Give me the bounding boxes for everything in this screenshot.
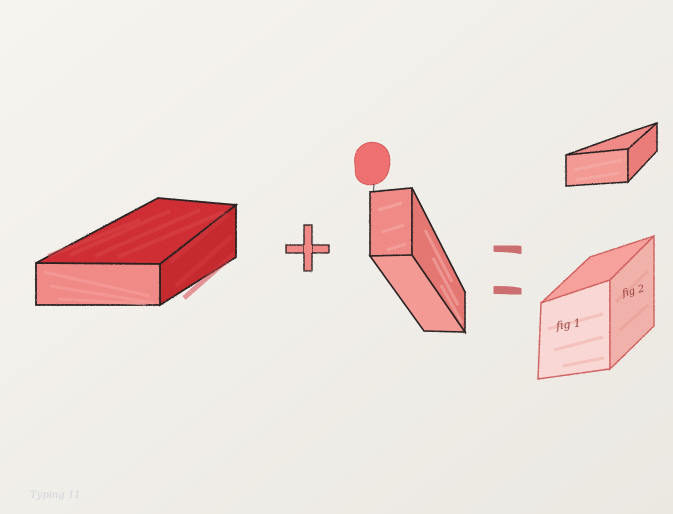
footer-label: Typing 11 (30, 490, 81, 501)
